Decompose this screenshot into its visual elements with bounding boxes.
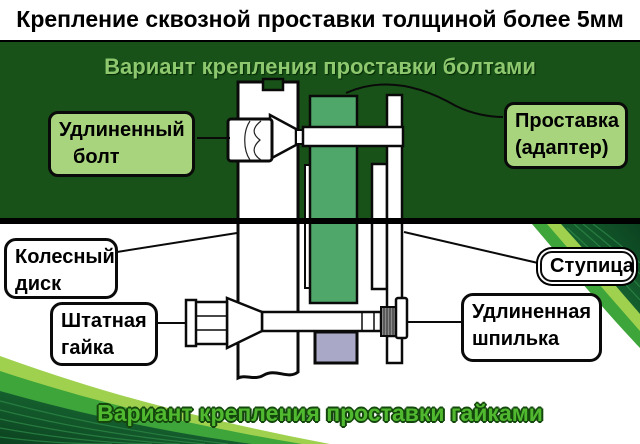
callout-line: Проставка (515, 110, 620, 132)
hub-center-gray-shape (313, 330, 359, 365)
bolt-shank (301, 125, 405, 148)
bottom-banner-title: Вариант крепления проставки гайками (97, 400, 543, 426)
stock-nut (184, 296, 264, 350)
callout-line: диск (15, 273, 62, 295)
bolt-head (226, 117, 274, 163)
callout-line: болт (73, 146, 120, 168)
stud-washer (394, 296, 409, 340)
callout-stock-nut: Штатная гайка (50, 302, 158, 366)
callout-line: Удлиненная (472, 301, 592, 323)
callout-hub: Ступица (540, 251, 634, 282)
hub-flange-strip-lower (385, 334, 404, 365)
bolt-head-detail (244, 120, 251, 161)
leader-spacer (345, 83, 504, 118)
swoosh-mesh-lines (0, 400, 229, 444)
callout-line: Штатная (61, 310, 147, 332)
swoosh-dark-core (561, 224, 640, 314)
callout-line: шпилька (472, 328, 560, 350)
disc-notch (261, 77, 285, 92)
top-banner-title: Вариант крепления проставки болтами (104, 54, 536, 79)
callout-extended-bolt: Удлиненный болт (48, 111, 195, 177)
callout-line: Ступица (550, 255, 634, 277)
callout-wheel-disc: Колесный диск (4, 238, 118, 299)
leader-lines (116, 83, 539, 324)
callout-spacer-adapter: Проставка (адаптер) (504, 102, 628, 169)
nut-washer (184, 298, 198, 348)
swoosh-bottom-left (0, 356, 330, 444)
callout-line: Колесный (15, 246, 115, 268)
stud-splines (380, 306, 398, 337)
callout-line: гайка (61, 337, 114, 359)
leader-disc (116, 232, 238, 253)
extended-stud (260, 296, 409, 340)
hub-flange-strip-short (370, 162, 389, 291)
callout-line: Удлиненный (59, 119, 185, 141)
stud-bar (260, 310, 383, 333)
nut-hex-body (193, 300, 229, 346)
callout-extended-stud: Удлиненная шпилька (461, 293, 602, 362)
page-title: Крепление сквозной проставки толщиной бо… (16, 6, 624, 32)
separator-line (0, 218, 640, 224)
bolt-head-detail (253, 120, 262, 161)
extended-bolt (226, 112, 405, 163)
callout-line: (адаптер) (515, 137, 609, 159)
stud-spline-ridges (383, 308, 394, 335)
leader-hub (403, 231, 539, 264)
